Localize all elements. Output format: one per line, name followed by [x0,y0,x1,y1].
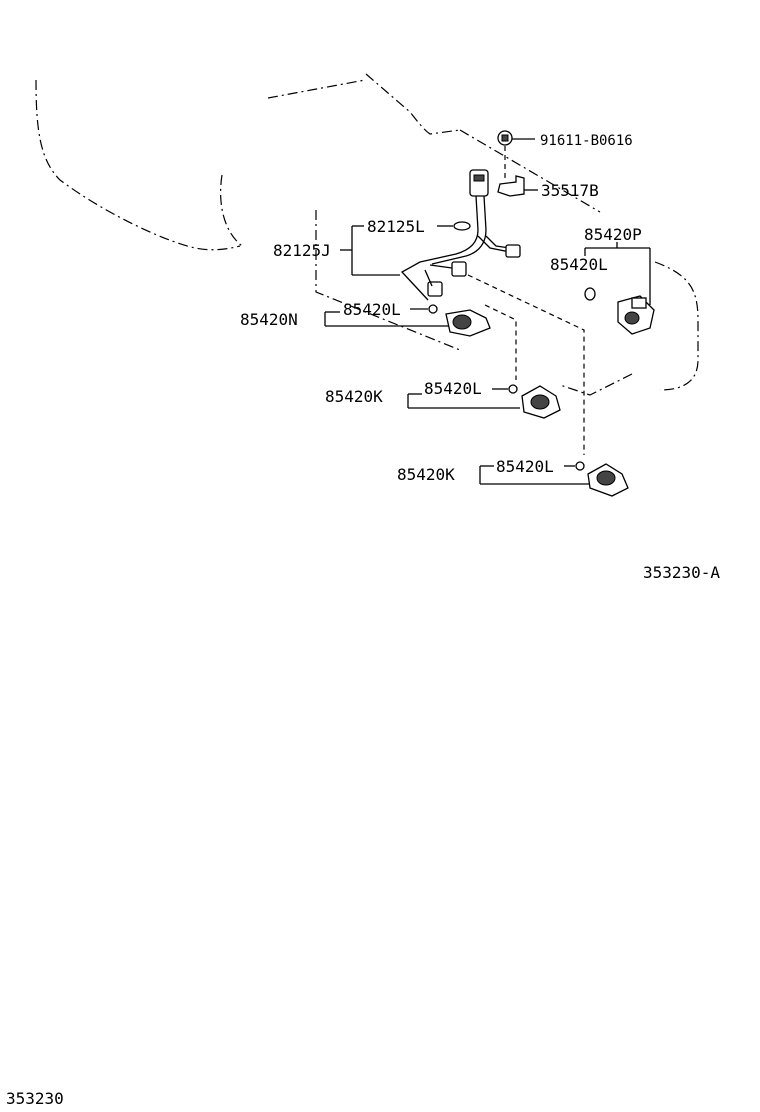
bolt-part [497,130,535,180]
label-bracket: 35517B [541,181,599,200]
wire-harness-part [400,169,521,301]
vehicle-body-outline [35,73,699,455]
sensor-k2-part [479,461,629,497]
sensor-right-part [584,242,655,335]
label-seal-n: 85420L [343,300,401,319]
label-sensor-right: 85420P [584,225,642,244]
label-sensor-k1: 85420K [325,387,383,406]
label-bolt: 91611-B0616 [540,133,633,149]
sensor-k1-part [407,384,561,419]
label-seal-right: 85420L [550,255,608,274]
bracket-part [497,175,538,197]
label-seal-k1: 85420L [424,379,482,398]
harness-clamp-part [437,221,471,231]
page-code: 353230 [6,1089,64,1108]
label-wire-harness: 82125J [273,241,331,260]
label-harness-clamp: 82125L [367,217,425,236]
label-sensor-k2: 85420K [397,465,455,484]
figure-code: 353230-A [643,563,720,582]
label-sensor-n: 85420N [240,310,298,329]
label-seal-k2: 85420L [496,457,554,476]
sensor-n-part [324,304,491,337]
